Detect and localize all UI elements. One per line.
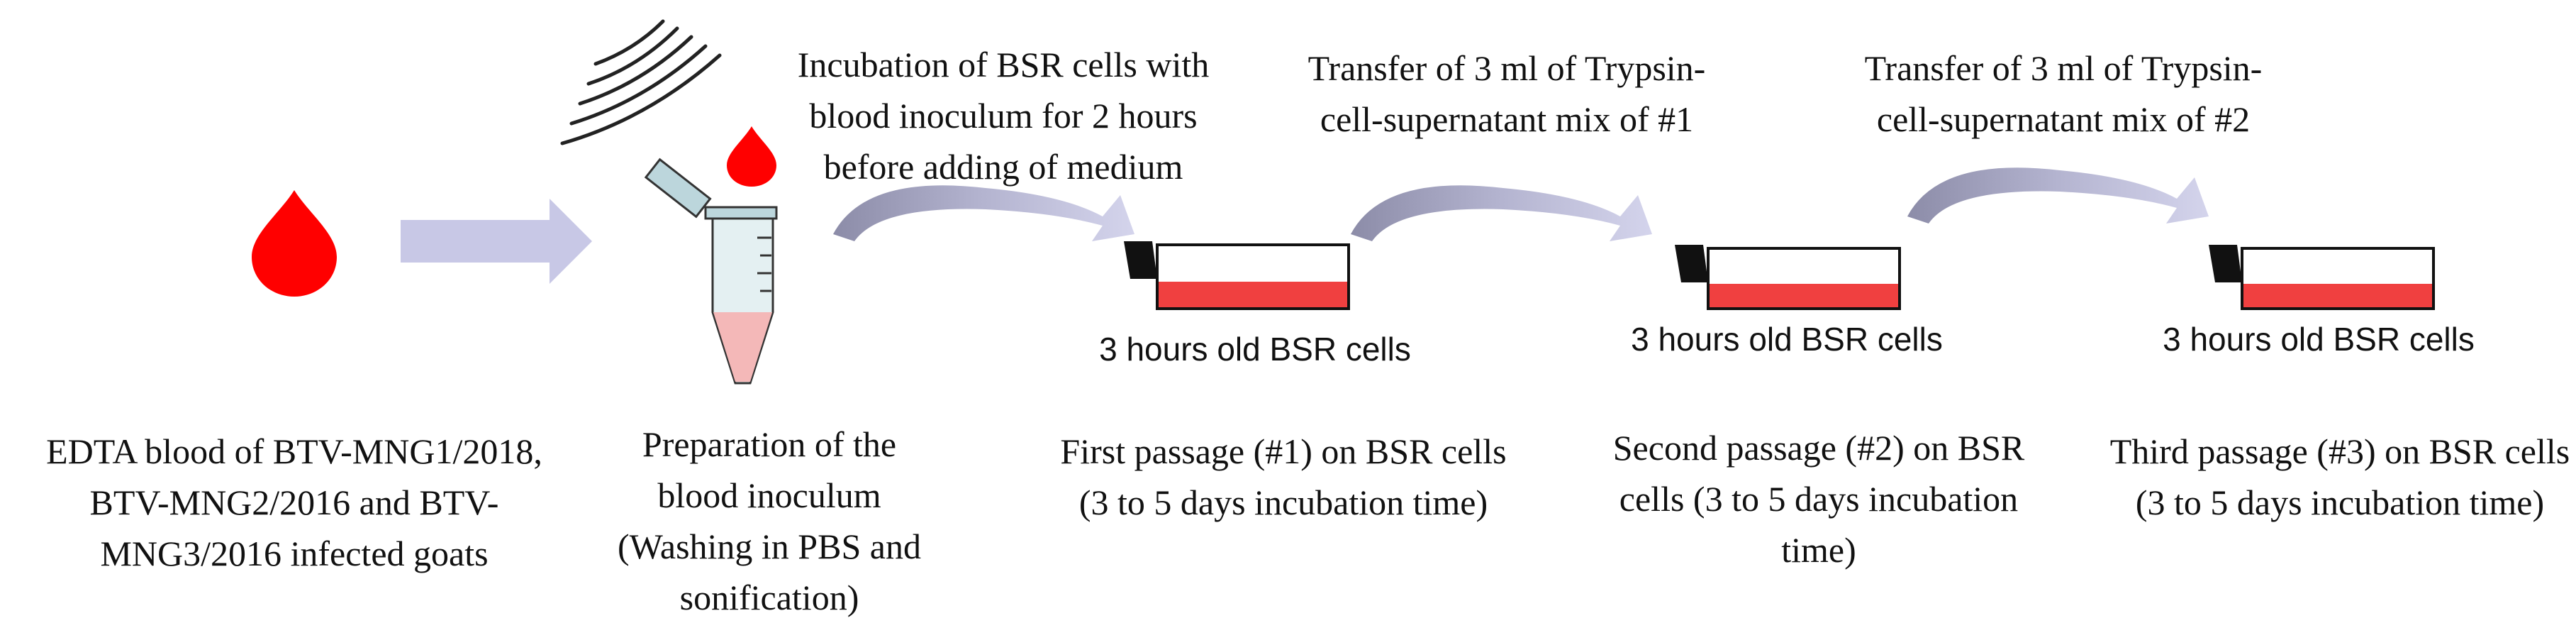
arc-label-incubation: Incubation of BSR cells with blood inocu… xyxy=(797,45,1210,187)
caption-passage-2: Second passage (#2) on BSR cells (3 to 5… xyxy=(1612,428,2025,570)
arc-label-transfer-2: Transfer of 3 ml of Trypsin-cell-superna… xyxy=(1864,48,2263,139)
caption-preparation: Preparation of the blood inoculum (Washi… xyxy=(618,424,921,617)
blood-droplet-icon xyxy=(727,126,776,187)
process-arrow xyxy=(401,199,592,284)
arc-arrow-1 xyxy=(833,185,1134,241)
arc-arrow-3 xyxy=(1907,167,2209,224)
arc-label-transfer-1: Transfer of 3 ml of Trypsin-cell-superna… xyxy=(1307,48,1706,139)
arc-arrow-2 xyxy=(1351,185,1652,241)
blood-drop-icon xyxy=(252,190,337,297)
diagram-canvas xyxy=(252,19,2435,385)
culture-flask-1-icon xyxy=(1124,241,1350,310)
caption-passage-1: First passage (#1) on BSR cells (3 to 5 … xyxy=(1060,431,1507,522)
flask-label-2: 3 hours old BSR cells xyxy=(1631,321,1943,358)
caption-passage-3: Third passage (#3) on BSR cells (3 to 5 … xyxy=(2109,431,2570,522)
sonication-waves-icon xyxy=(560,19,722,145)
culture-flask-3-icon xyxy=(2209,245,2435,310)
flask-label-1: 3 hours old BSR cells xyxy=(1099,331,1411,368)
tube-icon xyxy=(644,158,778,385)
flask-label-3: 3 hours old BSR cells xyxy=(2163,321,2475,358)
culture-flask-2-icon xyxy=(1675,245,1901,310)
caption-blood: EDTA blood of BTV-MNG1/2018, BTV-MNG2/20… xyxy=(46,431,542,573)
